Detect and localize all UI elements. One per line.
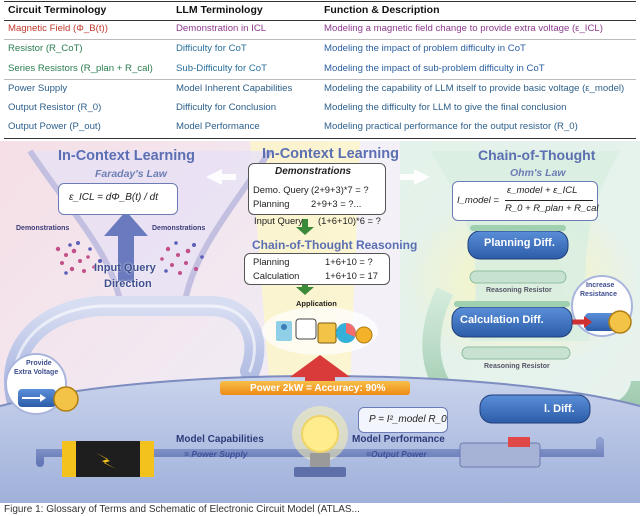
demonstrations-box: Demonstrations Demo. Query (2+9+3)*7 = ?…: [248, 163, 386, 215]
cell-llm: Model Inherent Capabilities: [176, 83, 293, 94]
cell-function: Modeling the capability of LLM itself to…: [324, 83, 625, 94]
demonstrations-label-left: Demonstrations: [16, 225, 70, 232]
provide-voltage-line2: Extra Voltage: [14, 369, 59, 376]
cot-planning-label: Planning: [253, 256, 290, 267]
demo-query-value: (2+9+3)*7 = ?: [311, 184, 369, 195]
input-query-value: (1+6+10)*6 = ?: [318, 215, 381, 226]
table-top-rule: [4, 1, 636, 2]
demonstrations-box-title: Demonstrations: [275, 166, 352, 177]
header-function: Function & Description: [324, 4, 440, 16]
cell-function: Modeling the impact of problem difficult…: [324, 43, 526, 54]
increase-resistance-line1: Increase: [586, 282, 615, 289]
header-circuit: Circuit Terminology: [8, 4, 107, 16]
cell-llm: Difficulty for Conclusion: [176, 102, 277, 113]
table-row-rule: [4, 79, 636, 80]
header-llm: LLM Terminology: [176, 4, 263, 16]
cell-llm: Model Performance: [176, 121, 260, 132]
ohm-equation-numerator: ε_model + ε_ICL: [507, 185, 578, 196]
power-equation: P = I²_model R_0: [369, 414, 447, 425]
cot-reasoning-box: Planning 1+6+10 = ? Calculation 1+6+10 =…: [244, 253, 390, 285]
ohm-equation-box: I_model = ε_model + ε_ICL R_0 + R_plan +…: [452, 181, 598, 221]
input-query-direction-line1: Input Query: [94, 262, 156, 274]
calculation-diff-label: Calculation Diff.: [460, 314, 544, 326]
cell-llm: Demonstration in ICL: [176, 23, 267, 34]
table-header-rule: [4, 20, 636, 21]
reasoning-resistor-label-1: Reasoning Resistor: [486, 287, 552, 294]
faraday-law-label: Faraday's Law: [95, 168, 167, 180]
cell-circuit: Series Resistors (R_plan + R_cal): [8, 63, 153, 74]
planning-diff-label: Planning Diff.: [484, 237, 555, 249]
ohm-fraction-bar: [505, 200, 593, 201]
l-diff-label: l. Diff.: [544, 403, 575, 415]
input-query-label: Input Query: [254, 215, 303, 226]
cot-planning-value: 1+6+10 = ?: [325, 256, 373, 267]
cell-function: Modeling the impact of sub-problem diffi…: [324, 63, 545, 74]
icl-left-title: In-Context Learning: [58, 148, 195, 164]
power-supply-label: = Power Supply: [184, 449, 248, 459]
power-accuracy-label: Power 2kW = Accuracy: 90%: [250, 383, 386, 394]
cot-calculation-value: 1+6+10 = 17: [325, 270, 378, 281]
table-row-rule: [4, 39, 636, 40]
cell-llm: Sub-Difficulty for CoT: [176, 63, 267, 74]
demonstrations-label-right: Demonstrations: [152, 225, 206, 232]
circuit-schematic: In-Context Learning Faraday's Law ε_ICL …: [0, 141, 640, 503]
demo-planning-label: Planning: [253, 198, 290, 209]
figure-caption: Figure 1: Glossary of Terms and Schemati…: [0, 503, 640, 516]
terminology-table: Circuit Terminology LLM Terminology Func…: [0, 0, 640, 140]
cell-function: Modeling the difficulty for LLM to give …: [324, 102, 567, 113]
increase-resistance-line2: Resistance: [580, 291, 617, 298]
ohm-equation-lhs: I_model =: [457, 195, 499, 206]
model-capabilities-label: Model Capabilities: [176, 434, 264, 445]
caption-text: Figure 1: Glossary of Terms and Schemati…: [4, 504, 360, 515]
cell-circuit: Power Supply: [8, 83, 68, 94]
cot-reasoning-title: Chain-of-Thought Reasoning: [252, 238, 418, 252]
icl-center-title: In-Context Learning: [262, 146, 399, 162]
cell-circuit: Output Power (P_out): [8, 121, 101, 132]
output-power-label: =Output Power: [366, 449, 427, 459]
input-query-direction-line2: Direction: [104, 278, 152, 290]
reasoning-resistor-label-2: Reasoning Resistor: [484, 363, 550, 370]
faraday-equation: ε_ICL = dΦ_B(t) / dt: [69, 192, 159, 203]
application-label: Application: [296, 299, 337, 308]
cot-calculation-label: Calculation: [253, 270, 300, 281]
cell-circuit: Output Resistor (R_0): [8, 102, 102, 113]
ohm-equation-denominator: R_0 + R_plan + R_cal: [505, 203, 599, 214]
cell-circuit: Magnetic Field (Φ_B(t)): [8, 23, 108, 34]
cell-circuit: Resistor (R_CoT): [8, 43, 83, 54]
provide-voltage-line1: Provide: [26, 360, 52, 367]
cell-function: Modeling practical performance for the o…: [324, 121, 578, 132]
faraday-equation-box: ε_ICL = dΦ_B(t) / dt: [58, 183, 178, 215]
model-performance-label: Model Performance: [352, 434, 445, 445]
cot-right-title: Chain-of-Thought: [478, 147, 596, 163]
ohm-law-label: Ohm's Law: [510, 167, 566, 179]
cell-function: Modeling a magnetic field change to prov…: [324, 23, 603, 34]
power-equation-box: P = I²_model R_0: [358, 407, 448, 433]
demo-planning-value: 2+9+3 = ?...: [311, 198, 362, 209]
cell-llm: Difficulty for CoT: [176, 43, 247, 54]
table-bottom-rule: [4, 138, 636, 139]
demo-query-label: Demo. Query: [253, 184, 309, 195]
